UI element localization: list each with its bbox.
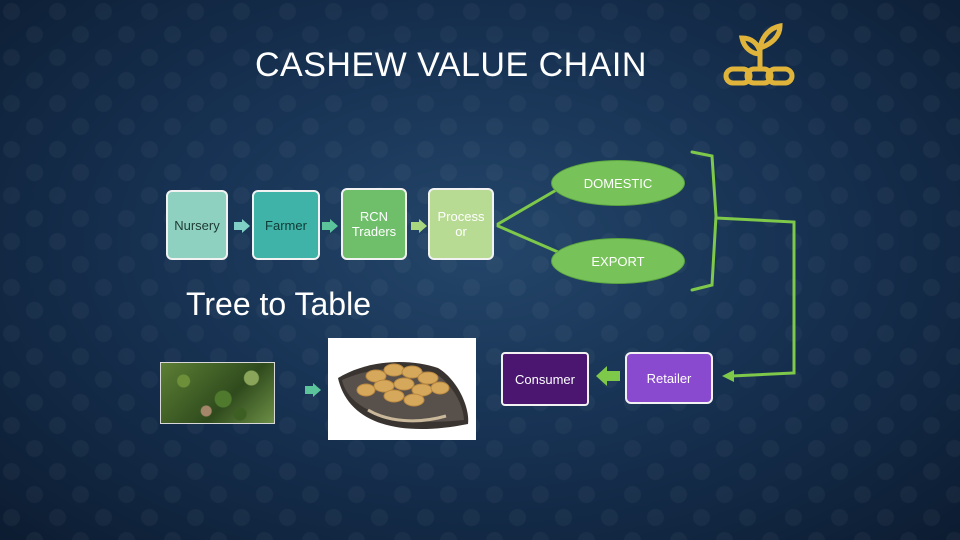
export-market-node: EXPORT bbox=[551, 238, 685, 284]
right-arrow-icon bbox=[411, 219, 427, 233]
left-arrow-icon bbox=[596, 366, 620, 386]
farmer-node: Farmer bbox=[252, 190, 320, 260]
tree-to-table-heading: Tree to Table bbox=[186, 286, 371, 323]
retailer-node: Retailer bbox=[625, 352, 713, 404]
bracket-to-retailer-line bbox=[716, 218, 794, 376]
nursery-node: Nursery bbox=[166, 190, 228, 260]
cashew-plants-image bbox=[160, 362, 275, 424]
rcn-traders-node: RCN Traders bbox=[341, 188, 407, 260]
consumer-node: Consumer bbox=[501, 352, 589, 406]
fork-to-domestic-line bbox=[498, 189, 558, 224]
domestic-market-node: DOMESTIC bbox=[551, 160, 685, 206]
right-arrow-icon bbox=[234, 219, 250, 233]
processor-node: Process or bbox=[428, 188, 494, 260]
market-bracket bbox=[692, 152, 716, 290]
processor-label: Process or bbox=[438, 209, 485, 239]
fork-to-export-line bbox=[498, 226, 558, 252]
cashew-bowl-image bbox=[328, 338, 476, 440]
right-arrow-icon bbox=[322, 219, 338, 233]
right-arrow-icon bbox=[305, 383, 321, 397]
rcn-traders-label: RCN Traders bbox=[352, 209, 396, 239]
retailer-arrowhead-icon bbox=[722, 370, 734, 382]
